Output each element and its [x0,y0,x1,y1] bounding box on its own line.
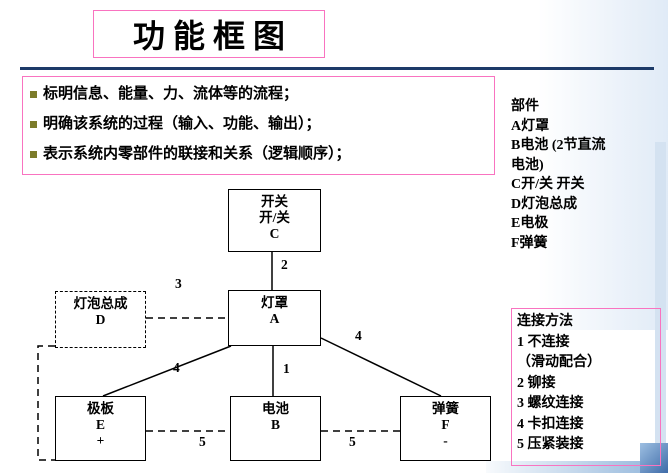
diagram-box-plate: 极板 E + [55,396,146,461]
background-corner-graphic [640,443,668,473]
bullet-square-icon [30,121,37,128]
box-line: 开关 [261,194,288,209]
parts-line: C开/关 开关 [511,177,585,192]
diagram-box-lampshade: 灯罩 A [228,290,321,346]
slide-title: 功能框图 [132,18,293,54]
parts-line: 电池) [511,157,544,173]
box-line: B [270,417,280,432]
connection-method-line: 4 卡扣连接 [517,416,584,432]
edge-a-e [102,345,232,397]
bullet-square-icon [30,91,37,98]
connection-methods-box: 连接方法 1 不连接 （滑动配合） 2 铆接 3 螺纹连接 4 卡扣连接 5 压… [511,308,661,466]
connection-method-line: （滑动配合） [517,355,601,370]
edge-label-a-e: 4 [173,360,180,375]
parts-line: B电池 (2节直流 [511,138,606,153]
bullet-item: 明确该系统的过程（输入、功能、输出）； [29,114,486,135]
connection-method-line: 1 不连接 [517,334,570,350]
connection-method-line: 2 铆接 [517,375,556,391]
edge-a-f [320,337,442,397]
background-watermark [538,0,668,330]
box-line: 极板 [87,401,114,416]
parts-heading: 部件 [511,99,539,114]
box-line: E [95,417,105,432]
parts-line: D灯泡总成 [511,196,578,212]
bullet-text: 表示系统内零部件的联接和关系（逻辑顺序）； [43,146,351,162]
parts-list: 部件 A灯罩 B电池 (2节直流 电池) C开/关 开关 D灯泡总成 E电极 F… [511,97,663,253]
diagram-box-battery: 电池 B [230,396,321,461]
box-line: + [96,433,105,448]
box-line: 电池 [262,401,289,416]
edge-label-a-f: 4 [355,328,362,343]
background-bottom-strip [486,461,668,473]
connection-method-line: 5 压紧装接 [517,437,584,452]
box-line: C [269,226,280,241]
edge-label-e-b: 5 [199,434,206,449]
edge-label-d-a: 3 [175,276,182,291]
box-line: D [95,312,106,327]
parts-line: F弹簧 [511,235,548,251]
parts-line: A灯罩 [511,118,550,134]
bullet-square-icon [30,151,37,158]
edge-label-a-b: 1 [283,361,290,376]
edge-label-c-a: 2 [281,257,288,272]
box-line: - [443,433,448,448]
slide-title-box: 功能框图 [93,10,325,58]
diagram-box-spring: 弹簧 F - [400,396,491,461]
divider-rule [20,67,654,70]
diagram-box-switch: 开关 开/关 C [228,189,321,252]
connection-methods-heading: 连接方法 [517,314,573,329]
bullet-text: 明确该系统的过程（输入、功能、输出）； [43,116,321,132]
box-line: A [269,311,280,326]
box-line: 灯泡总成 [73,296,128,311]
bullet-item: 表示系统内零部件的联接和关系（逻辑顺序）； [29,144,486,165]
bullet-text: 标明信息、能量、力、流体等的流程； [43,86,299,102]
bullet-item: 标明信息、能量、力、流体等的流程； [29,84,486,105]
edge-label-b-f: 5 [349,434,356,449]
parts-line: E电极 [511,216,549,231]
box-line: 弹簧 [432,401,459,416]
diagram-box-bulb-assembly: 灯泡总成 D [55,291,146,348]
edge-d-e [37,345,55,461]
connection-method-line: 3 螺纹连接 [517,396,584,411]
box-line: F [441,417,450,432]
box-line: 开/关 [259,210,290,225]
background-right-strip [655,142,666,462]
bullet-list-box: 标明信息、能量、力、流体等的流程； 明确该系统的过程（输入、功能、输出）； 表示… [22,76,495,175]
box-line: 灯罩 [261,295,288,310]
